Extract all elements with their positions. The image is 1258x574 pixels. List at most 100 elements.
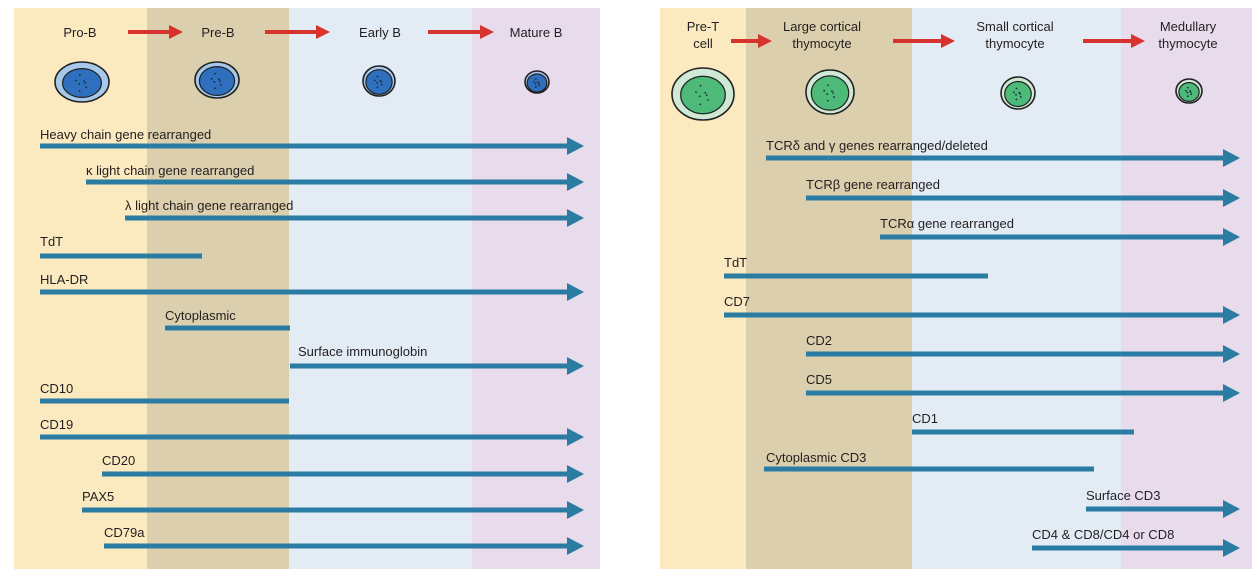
b-marker-bar-8-line	[40, 398, 289, 404]
b-marker-bar-1-arrowhead	[567, 137, 584, 155]
t-marker-bar-6-arrowhead	[1223, 345, 1240, 363]
t-marker-label: CD4 & CD8/CD4 or CD8	[1032, 527, 1174, 542]
large-cortical-thymocyte-icon-chromatin-dot	[832, 92, 834, 94]
b-marker-label: Surface immunoglobin	[298, 344, 427, 359]
small-cortical-thymocyte-icon-chromatin-dot	[1018, 91, 1021, 94]
t-stage-arrow-3-shaft	[1083, 39, 1133, 43]
pro-b-cell-icon-nucleus	[61, 67, 103, 98]
pre-t-cell-icon-nucleus	[680, 75, 726, 115]
b-marker-label: CD10	[40, 381, 73, 396]
t-marker-label: CD2	[806, 333, 832, 348]
large-cortical-thymocyte-icon-chromatin-dot	[833, 96, 835, 98]
pre-b-cell-icon-chromatin-dot	[213, 87, 216, 90]
medullary-thymocyte-icon-chromatin-dot	[1190, 93, 1193, 96]
pro-b-cell-icon-chromatin-dot	[78, 74, 81, 76]
t-marker-bar-9-line	[764, 466, 1094, 472]
t-marker-bar-8-line	[912, 429, 1134, 435]
b-marker-bar-12-arrowhead	[567, 537, 584, 555]
t-marker-label: TdT	[724, 255, 747, 270]
large-cortical-thymocyte-icon-chromatin-dot	[826, 99, 829, 102]
b-marker-label: λ light chain gene rearranged	[125, 198, 293, 213]
t-stage-label-line2: cell	[693, 36, 713, 51]
t-stage-label-line2: thymocyte	[1158, 36, 1217, 51]
pro-b-cell-icon-chromatin-dot	[84, 82, 87, 84]
t-marker-bar-5-line	[724, 312, 1226, 318]
large-cortical-thymocyte-icon-nucleus	[810, 75, 850, 111]
pro-b-cell-icon-chromatin-dot	[78, 90, 81, 92]
b-marker-bar-5-line	[40, 289, 570, 295]
large-cortical-thymocyte-icon-chromatin-dot	[827, 84, 829, 87]
t-marker-bar-3-arrowhead	[1223, 228, 1240, 246]
b-marker-bar-7-arrowhead	[567, 357, 584, 375]
mature-b-cell-icon-nucleus	[526, 73, 548, 93]
early-b-cell-icon-chromatin-dot	[374, 79, 376, 82]
t-marker-bar-7-arrowhead	[1223, 384, 1240, 402]
medullary-thymocyte-icon-chromatin-dot	[1189, 90, 1191, 92]
b-marker-bar-12-line	[104, 543, 570, 549]
b-stage-arrow-2-shaft	[265, 30, 318, 34]
large-cortical-thymocyte-icon-chromatin-dot	[826, 93, 829, 95]
b-marker-bar-2-arrowhead	[567, 173, 584, 191]
b-marker-bar-6-line	[165, 325, 290, 331]
t-marker-bar-7-line	[806, 390, 1226, 396]
b-marker-bar-3-arrowhead	[567, 209, 584, 227]
large-cortical-thymocyte-icon-chromatin-dot	[831, 90, 833, 92]
medullary-thymocyte-icon-chromatin-dot	[1186, 91, 1189, 94]
b-stage-label: Pre-B	[201, 25, 234, 40]
t-stage-label-line2: thymocyte	[985, 36, 1044, 51]
b-stage-arrow-2-head	[316, 25, 330, 39]
pre-b-cell-icon	[194, 61, 240, 99]
b-marker-label: TdT	[40, 234, 63, 249]
t-marker-bar-10-arrowhead	[1223, 500, 1240, 518]
early-b-cell-icon	[362, 65, 396, 97]
medullary-thymocyte-icon-nucleus	[1178, 82, 1200, 102]
early-b-cell-icon-chromatin-dot	[380, 81, 383, 83]
large-cortical-thymocyte-icon	[805, 69, 855, 115]
b-stage-arrow-1-shaft	[128, 30, 171, 34]
pre-t-cell-icon-chromatin-dot	[699, 84, 702, 87]
pro-b-cell-icon-chromatin-dot	[85, 86, 88, 89]
t-marker-label: Surface CD3	[1086, 488, 1160, 503]
mature-b-cell-icon-chromatin-dot	[534, 86, 537, 88]
t-stage-label-line1: Small cortical	[976, 19, 1053, 34]
pre-t-cell-icon-chromatin-dot	[705, 94, 708, 96]
t-marker-bar-11-arrowhead	[1223, 539, 1240, 557]
b-marker-label: κ light chain gene rearranged	[86, 163, 254, 178]
pre-b-cell-icon-chromatin-dot	[217, 78, 220, 81]
large-cortical-thymocyte-icon-chromatin-dot	[823, 89, 826, 92]
t-marker-label: CD7	[724, 294, 750, 309]
early-b-cell-icon-nucleus	[365, 69, 393, 95]
pre-t-cell-icon-chromatin-dot	[699, 103, 702, 106]
b-marker-bar-10-arrowhead	[567, 465, 584, 483]
b-stage-arrow-1-head	[169, 25, 183, 39]
pre-b-cell-icon-chromatin-dot	[210, 77, 213, 80]
pro-b-cell-icon-chromatin-dot	[75, 79, 77, 82]
b-marker-bar-11-line	[82, 507, 570, 513]
b-marker-bar-11-arrowhead	[567, 501, 584, 519]
medullary-thymocyte-icon-chromatin-dot	[1186, 95, 1189, 98]
pro-b-cell-icon-chromatin-dot	[83, 80, 85, 82]
mature-b-cell-icon-chromatin-dot	[533, 80, 535, 83]
t-marker-bar-4-line	[724, 273, 988, 279]
b-marker-label: Cytoplasmic	[165, 308, 236, 323]
b-marker-label: PAX5	[82, 489, 114, 504]
b-marker-label: CD19	[40, 417, 73, 432]
t-marker-bar-6-line	[806, 351, 1226, 357]
medullary-thymocyte-icon-chromatin-dot	[1184, 89, 1187, 92]
small-cortical-thymocyte-icon-chromatin-dot	[1019, 93, 1022, 95]
b-marker-label: CD20	[102, 453, 135, 468]
pre-b-cell-icon-chromatin-dot	[213, 81, 216, 83]
b-marker-bar-7-line	[290, 363, 570, 369]
t-marker-bar-2-line	[806, 195, 1226, 201]
t-marker-label: CD5	[806, 372, 832, 387]
b-marker-bar-4-line	[40, 253, 202, 259]
b-marker-bar-5-arrowhead	[567, 283, 584, 301]
early-b-cell-icon-chromatin-dot	[380, 83, 383, 86]
b-stage-arrow-3-head	[480, 25, 494, 39]
b-marker-label: Heavy chain gene rearranged	[40, 127, 211, 142]
b-marker-bar-2-line	[86, 179, 570, 185]
b-marker-bar-3-line	[125, 215, 570, 221]
early-b-cell-icon-chromatin-dot	[376, 86, 379, 89]
small-cortical-thymocyte-icon-chromatin-dot	[1019, 95, 1022, 98]
